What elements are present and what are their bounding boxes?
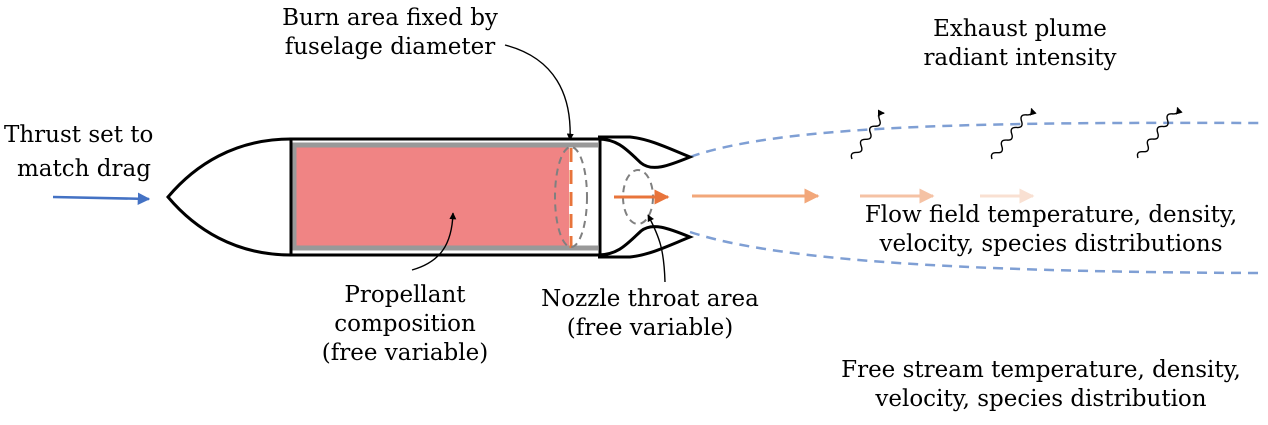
flow-field-label-line2: velocity, species distributions <box>879 231 1223 257</box>
nozzle-label-line2: (free variable) <box>566 315 734 341</box>
thrust-label-line2: match drag <box>17 156 151 182</box>
flow-field-label-line1: Flow field temperature, density, <box>864 202 1238 228</box>
burn-area-label-line2: fuselage diameter <box>284 34 496 60</box>
wavy-arrow-icon <box>1136 106 1183 159</box>
propellant-leader <box>411 212 457 271</box>
wavy-arrow-icon <box>990 107 1037 160</box>
fuselage-outline <box>289 137 602 257</box>
burn-area-label: Burn area fixed by fuselage diameter <box>250 4 530 62</box>
thrust-arrow <box>52 192 151 206</box>
propellant-label-line1: Propellant <box>344 282 466 308</box>
exhaust-label-line1: Exhaust plume <box>933 16 1107 42</box>
flow-field-label: Flow field temperature, density, velocit… <box>836 201 1266 259</box>
wavy-arrow-icon <box>850 109 885 160</box>
propellant-label-line3: (free variable) <box>321 340 489 366</box>
plume-boundary-lower <box>689 230 1261 275</box>
thrust-label-line1: Thrust set to <box>4 122 154 148</box>
exhaust-label: Exhaust plume radiant intensity <box>905 15 1135 73</box>
nozzle-upper <box>597 135 694 169</box>
propellant-label: Propellant composition (free variable) <box>300 281 510 368</box>
nozzle-lower <box>597 225 694 259</box>
burn-area-leader <box>504 44 574 141</box>
nozzle-label: Nozzle throat area (free variable) <box>520 285 780 343</box>
free-stream-label-line1: Free stream temperature, density, <box>841 357 1241 383</box>
nozzle-throat-leader <box>647 214 666 283</box>
free-stream-label-line2: velocity, species distribution <box>875 386 1207 412</box>
thrust-label-2: match drag <box>17 155 151 184</box>
thrust-label: Thrust set to <box>4 121 153 150</box>
nozzle-label-line1: Nozzle throat area <box>541 286 759 312</box>
burn-area-ellipse <box>554 146 588 248</box>
propellant-fill <box>296 146 569 247</box>
propellant-label-line2: composition <box>334 311 476 337</box>
nose-cone <box>166 137 292 257</box>
burn-area-label-line1: Burn area fixed by <box>282 5 498 31</box>
plume-boundary-upper <box>689 121 1261 159</box>
exhaust-label-line2: radiant intensity <box>923 45 1117 71</box>
free-stream-label: Free stream temperature, density, veloci… <box>816 356 1266 414</box>
